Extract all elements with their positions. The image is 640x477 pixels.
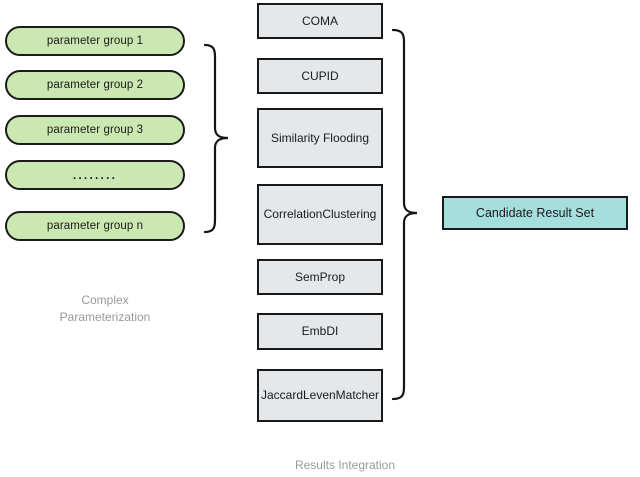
matcher-box: CorrelationClustering	[257, 184, 383, 245]
matcher-box: EmbDI	[257, 313, 383, 350]
parameter-group-pill: parameter group 1	[5, 26, 185, 56]
parameter-group-label: parameter group 3	[46, 124, 144, 136]
parameter-group-pill: parameter group 3	[5, 115, 185, 145]
candidate-result-set-box: Candidate Result Set	[442, 196, 628, 230]
right-brace-icon	[391, 28, 418, 401]
parameter-group-label: parameter group 1	[46, 35, 144, 47]
results-integration-caption: Results Integration	[294, 458, 396, 472]
matcher-label: CorrelationClustering	[263, 207, 377, 222]
matcher-label: Similarity Flooding	[270, 130, 370, 145]
candidate-result-set-label: Candidate Result Set	[475, 206, 595, 220]
parameter-group-label: parameter group n	[46, 220, 144, 232]
matcher-box: JaccardLevenMatcher	[257, 369, 383, 422]
matcher-label: COMA	[302, 13, 338, 28]
parameter-group-pill: parameter group 2	[5, 70, 185, 100]
parameter-group-label: parameter group 2	[46, 79, 144, 91]
ellipsis-label: ........	[72, 168, 118, 182]
parameter-group-pill: parameter group n	[5, 211, 185, 241]
matcher-box: Similarity Flooding	[257, 108, 383, 168]
left-brace-icon	[203, 43, 229, 234]
matcher-label: JaccardLevenMatcher	[260, 388, 380, 403]
parameter-group-pill-ellipsis: ........	[5, 160, 185, 190]
matcher-box: SemProp	[257, 259, 383, 295]
matcher-label: EmbDI	[301, 324, 339, 339]
matcher-label: CUPID	[301, 68, 339, 83]
matcher-label: SemProp	[294, 269, 346, 284]
matcher-box: CUPID	[257, 58, 383, 94]
matcher-box: COMA	[257, 3, 383, 39]
complex-parameterization-caption: Complex Parameterization	[59, 293, 151, 325]
